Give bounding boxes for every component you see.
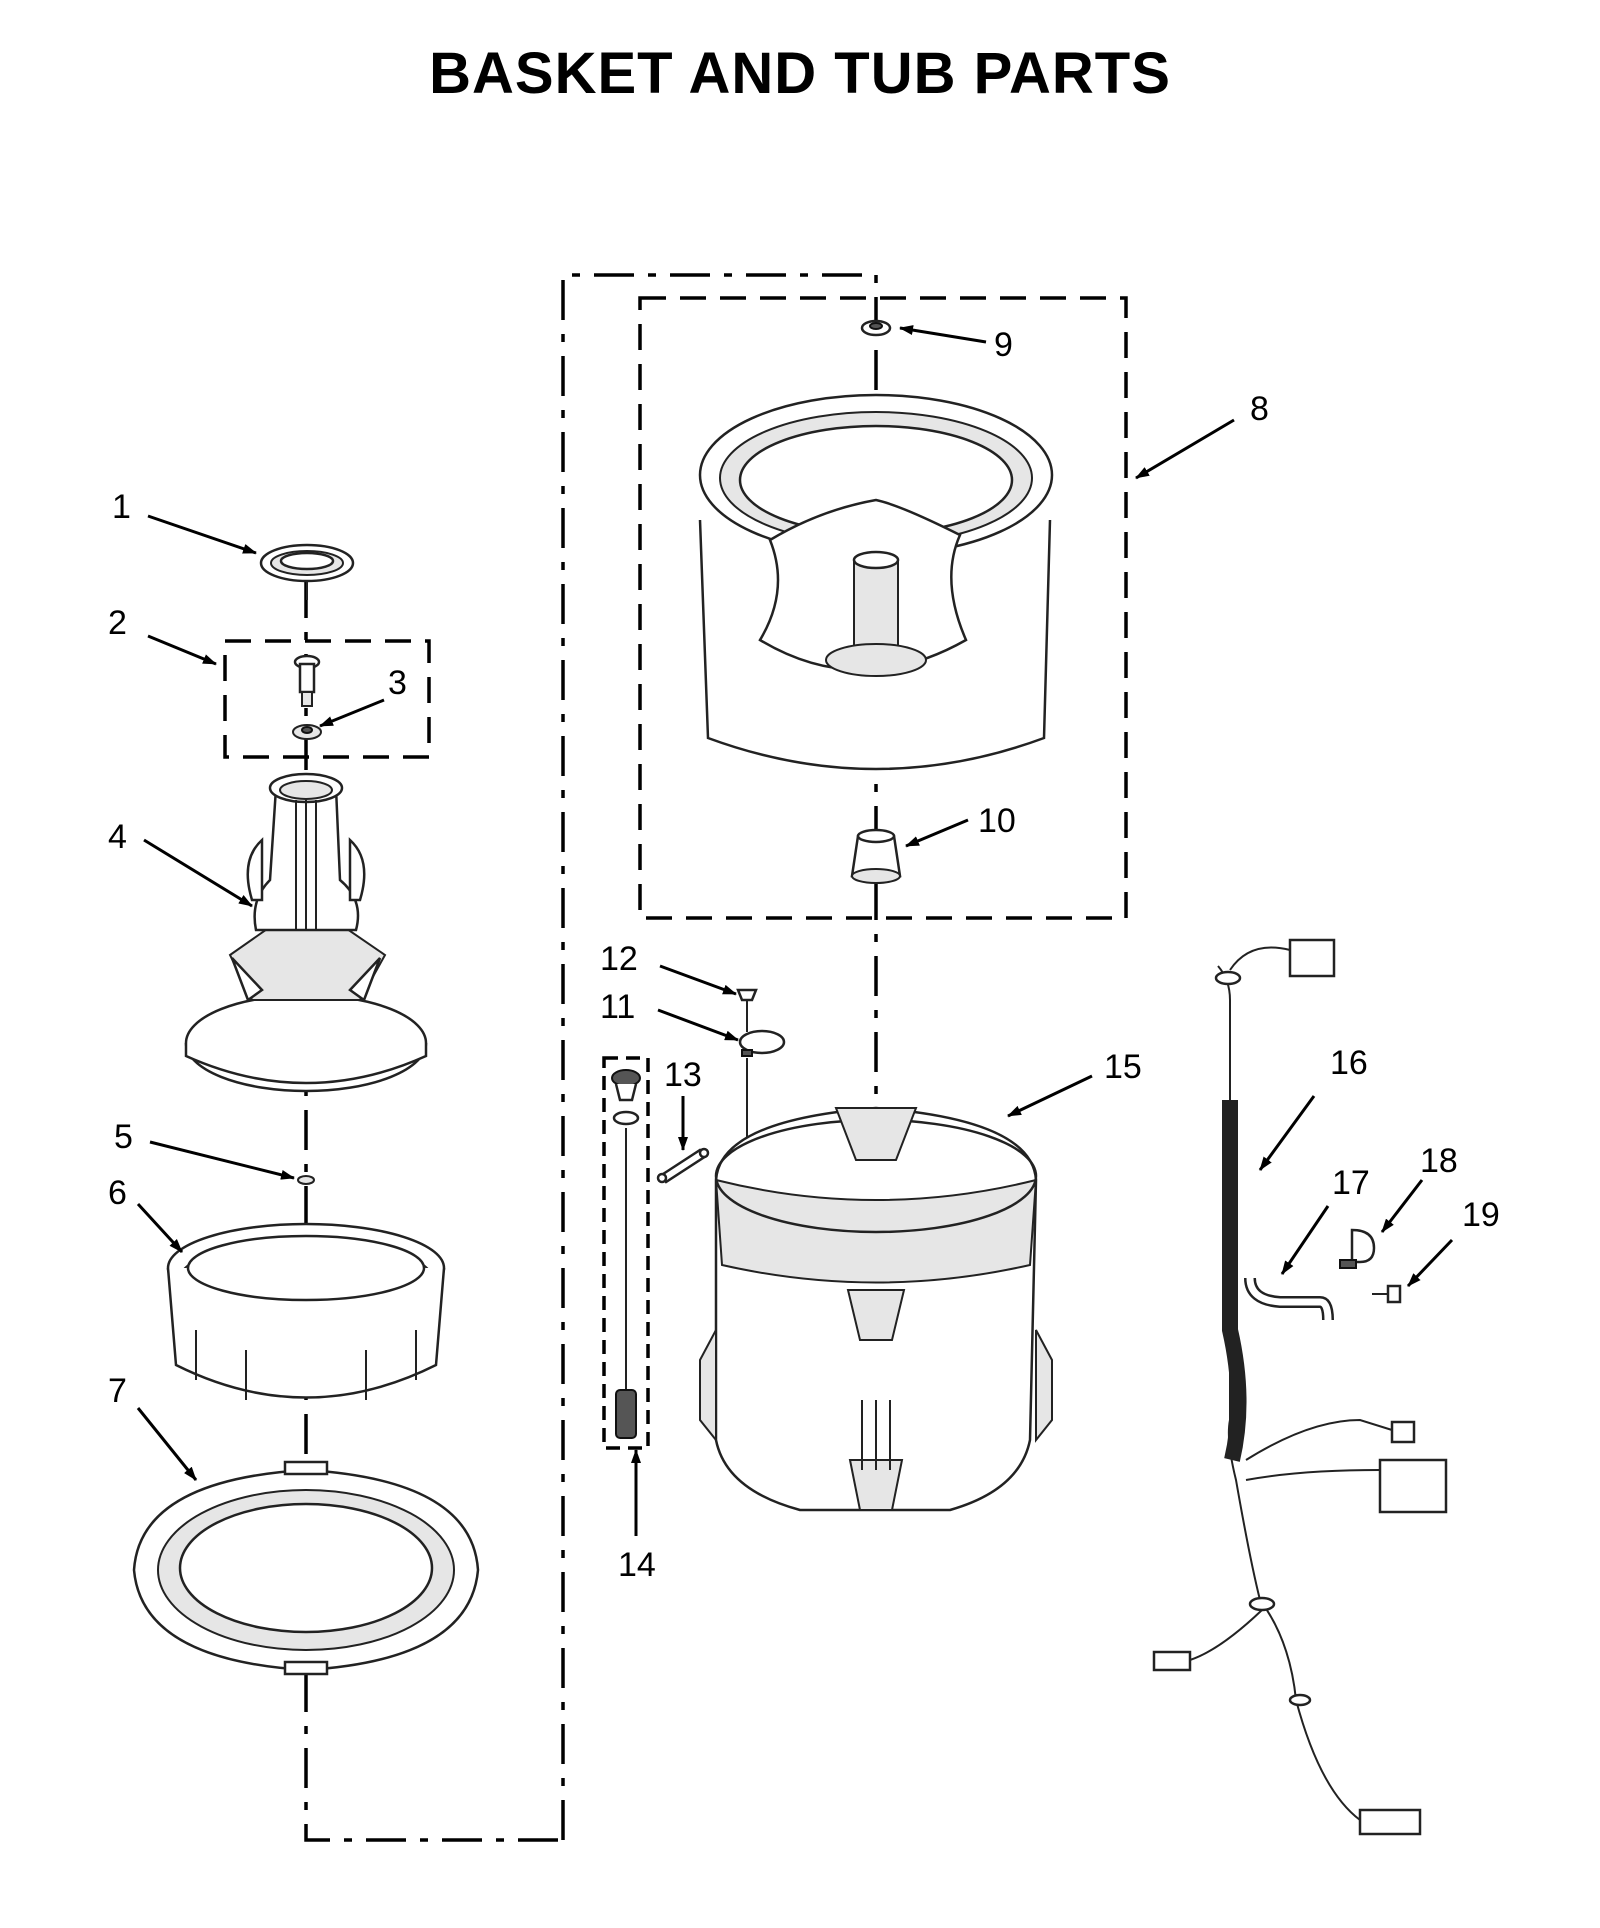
- callout-6: 6: [108, 1174, 127, 1212]
- diagram-title: BASKET AND TUB PARTS: [429, 41, 1171, 106]
- group-box-drain-valve: [602, 1056, 650, 1450]
- clip-screw-part: [1372, 1284, 1402, 1304]
- basket-part: [698, 393, 1054, 771]
- callout-12: 12: [600, 940, 638, 978]
- balance-ring-part: [166, 1222, 446, 1400]
- callout-1: 1: [112, 488, 131, 526]
- callout-17: 17: [1332, 1164, 1370, 1202]
- callout-8: 8: [1250, 390, 1269, 428]
- bolt-part: [293, 654, 321, 707]
- callout-9: 9: [994, 326, 1013, 364]
- outer-tub-part: [699, 1106, 1053, 1512]
- screw-part: [736, 988, 758, 1032]
- callout-10: 10: [978, 802, 1016, 840]
- callout-11: 11: [600, 988, 635, 1026]
- leader-arrows: [136, 325, 1454, 1536]
- callout-labels: 1 2 3 4 5 6 7 8 9 10 11 12 13 14 15 16 1…: [108, 326, 1500, 1584]
- hose-part: [1244, 1277, 1334, 1321]
- wire-harness-part: [1152, 938, 1448, 1836]
- group-box-bolt-kit: [223, 639, 431, 759]
- callout-4: 4: [108, 818, 127, 856]
- callout-3: 3: [388, 664, 407, 702]
- callout-19: 19: [1462, 1196, 1500, 1234]
- callout-18: 18: [1420, 1142, 1458, 1180]
- callout-14: 14: [618, 1546, 656, 1584]
- basket-nut-part: [860, 319, 892, 337]
- callout-13: 13: [664, 1056, 702, 1094]
- agitator-part: [184, 772, 428, 1093]
- clip-part: [1339, 1228, 1376, 1269]
- small-washer-part: [297, 1175, 315, 1185]
- group-box-basket: [638, 296, 1128, 920]
- hub-part: [850, 828, 902, 884]
- seal-ring-part: [259, 543, 355, 600]
- link-part: [656, 1147, 710, 1184]
- callout-2: 2: [108, 604, 127, 642]
- tub-ring-part: [132, 1460, 480, 1676]
- callout-15: 15: [1104, 1048, 1142, 1086]
- washer-part: [292, 724, 322, 740]
- callout-5: 5: [114, 1118, 133, 1156]
- drain-valve-part: [611, 1069, 641, 1439]
- callout-7: 7: [108, 1372, 127, 1410]
- callout-16: 16: [1330, 1044, 1368, 1082]
